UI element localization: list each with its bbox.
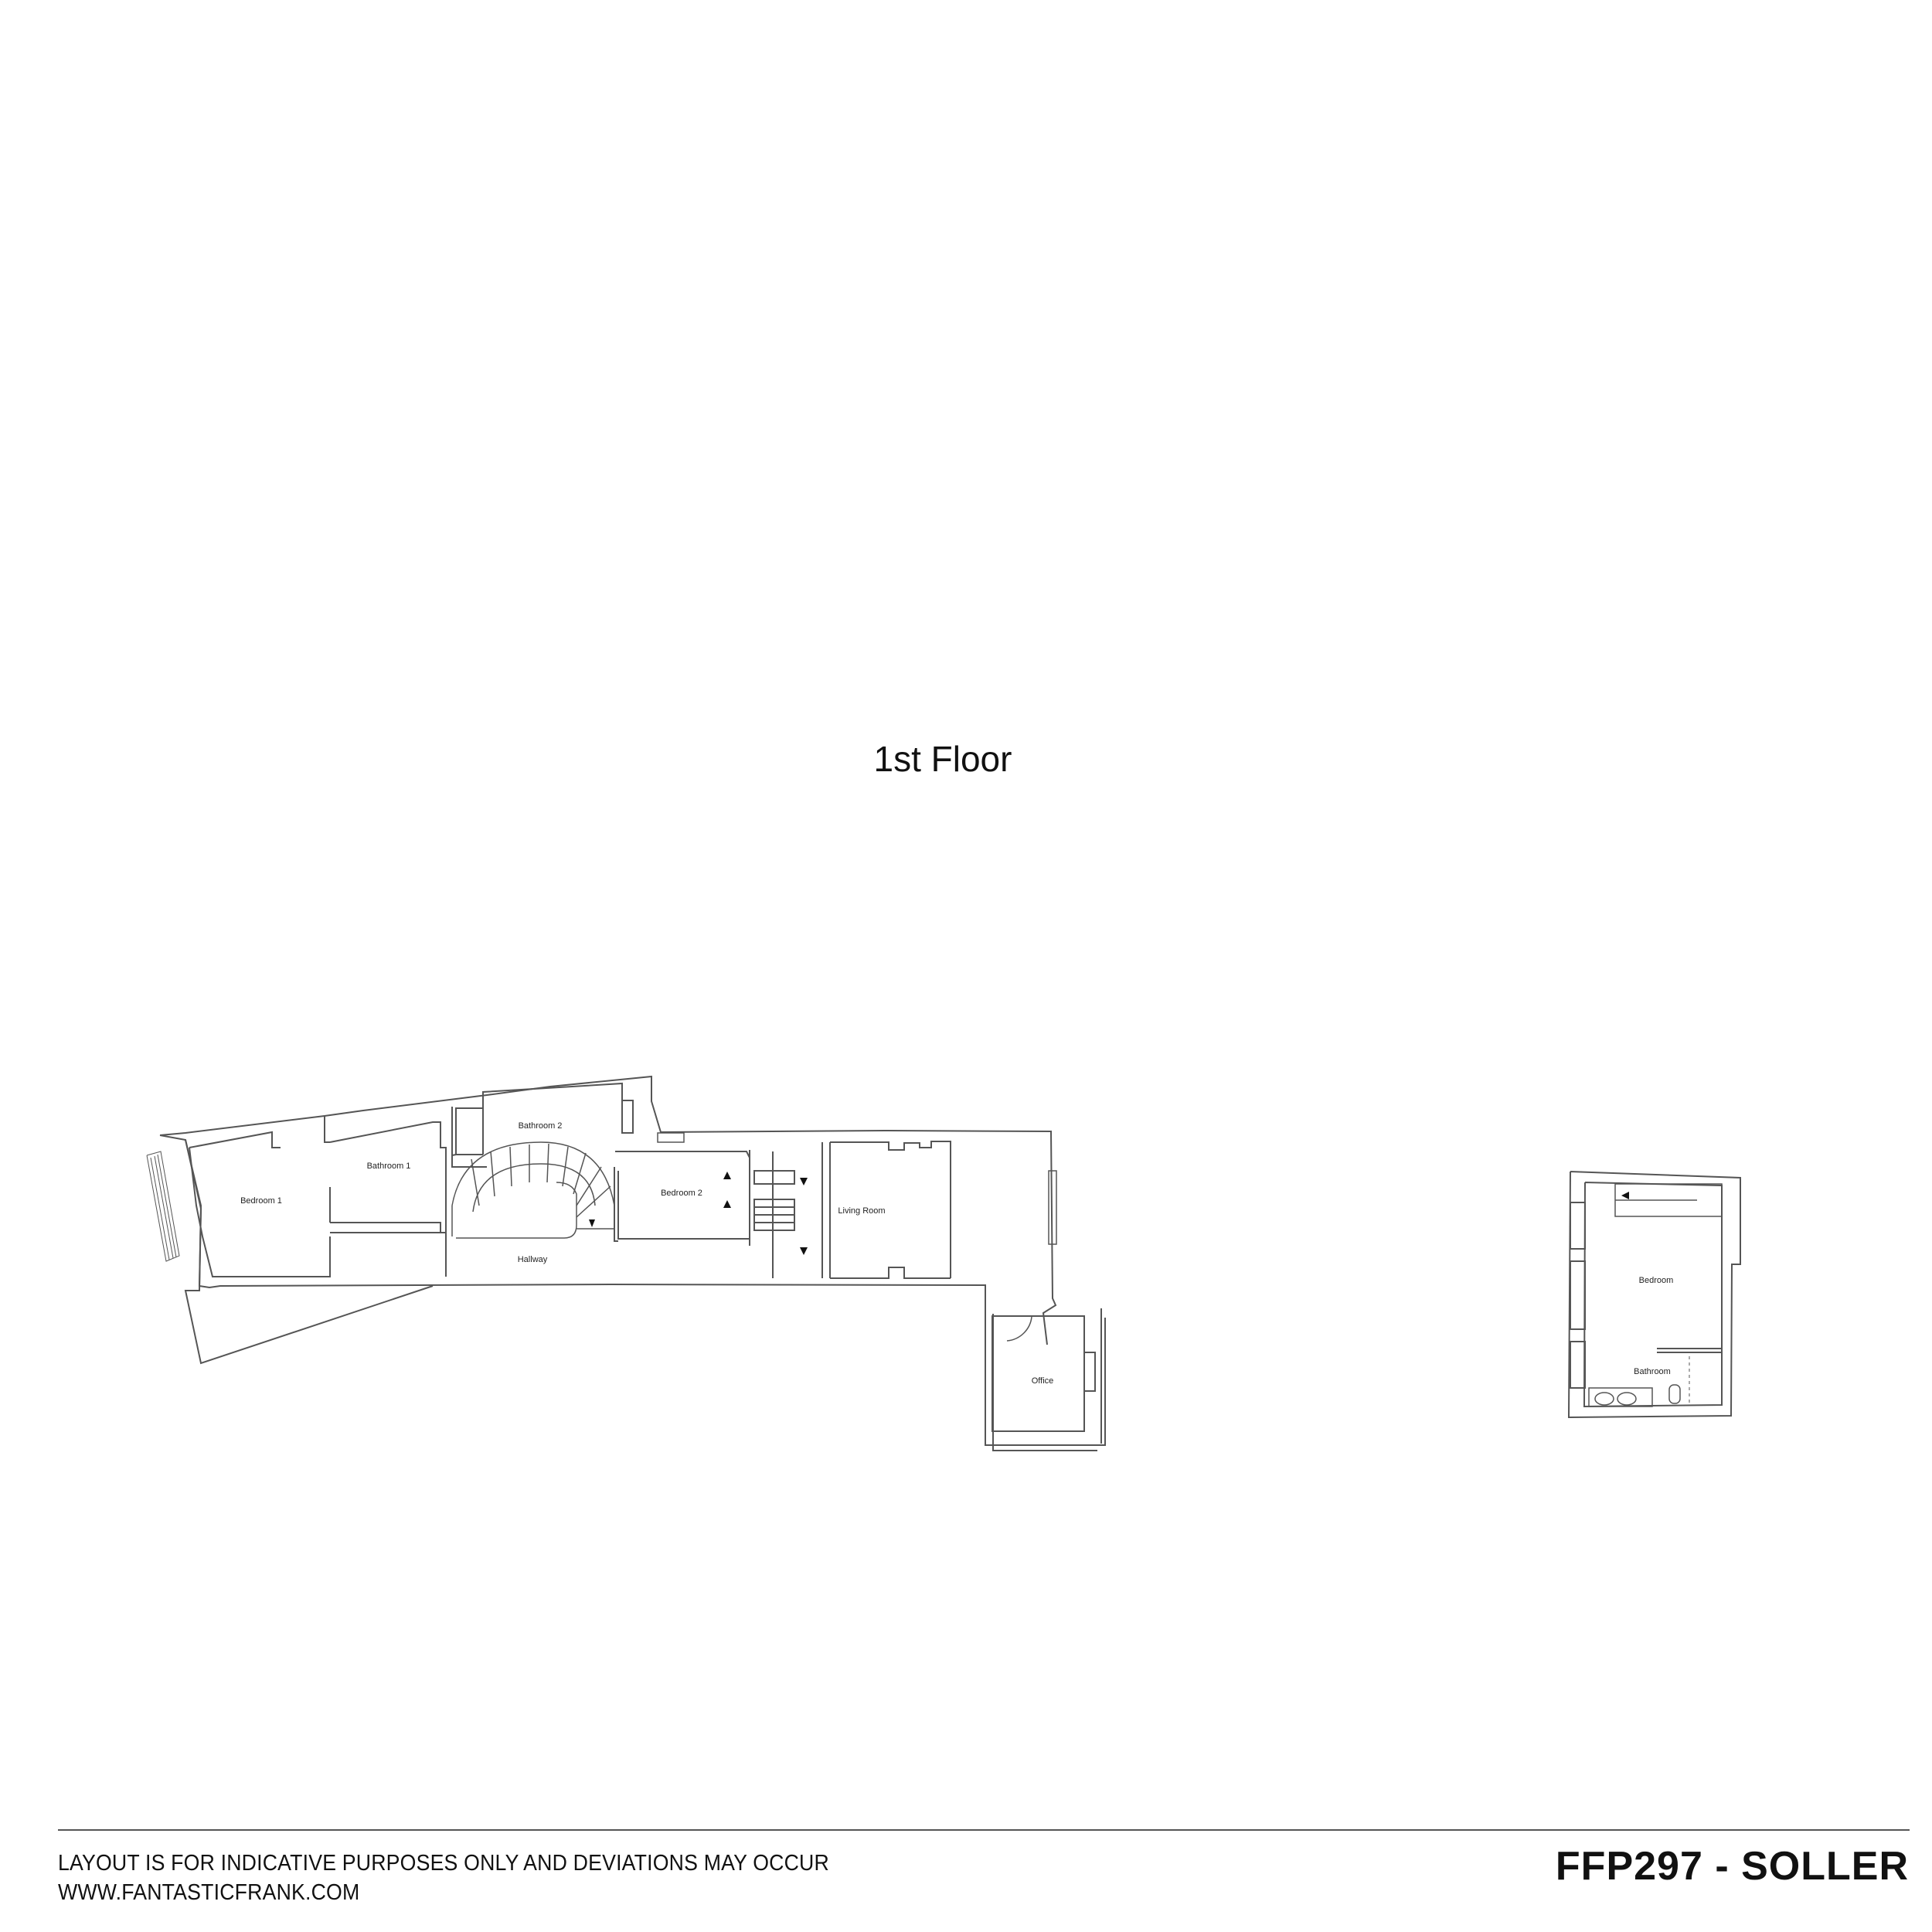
- floor-title: 1st Floor: [873, 739, 1012, 779]
- main-outer-walls: [159, 1075, 1106, 1446]
- disclaimer-text: LAYOUT IS FOR INDICATIVE PURPOSES ONLY A…: [58, 1851, 829, 1876]
- annex-walls: [1567, 1171, 1741, 1419]
- interior-walls: [614, 1141, 951, 1279]
- room-label-bathroom-1: Bathroom 1: [366, 1162, 411, 1171]
- room-label-annex-bedroom: Bedroom: [1638, 1276, 1674, 1285]
- property-reference: FFP297 - SOLLER: [1555, 1844, 1909, 1889]
- footer-disclaimer: LAYOUT IS FOR INDICATIVE PURPOSES ONLY A…: [58, 1849, 829, 1907]
- room-label-annex-bathroom: Bathroom: [1634, 1367, 1671, 1376]
- room-label-hallway: Hallway: [517, 1255, 548, 1264]
- spiral-staircase: [451, 1141, 615, 1239]
- bathroom2-walls: [451, 1082, 634, 1168]
- room-label-living-room: Living Room: [838, 1206, 886, 1216]
- footer-divider: [58, 1829, 1910, 1831]
- website-link[interactable]: WWW.FANTASTICFRANK.COM: [58, 1880, 360, 1905]
- room-label-bedroom-1: Bedroom 1: [240, 1196, 282, 1206]
- office-walls: [992, 1308, 1102, 1451]
- room-label-office: Office: [1031, 1376, 1054, 1386]
- room-label-bedroom-2: Bedroom 2: [661, 1189, 702, 1198]
- balcony-railing: [146, 1151, 180, 1262]
- room-label-bathroom-2: Bathroom 2: [518, 1121, 563, 1131]
